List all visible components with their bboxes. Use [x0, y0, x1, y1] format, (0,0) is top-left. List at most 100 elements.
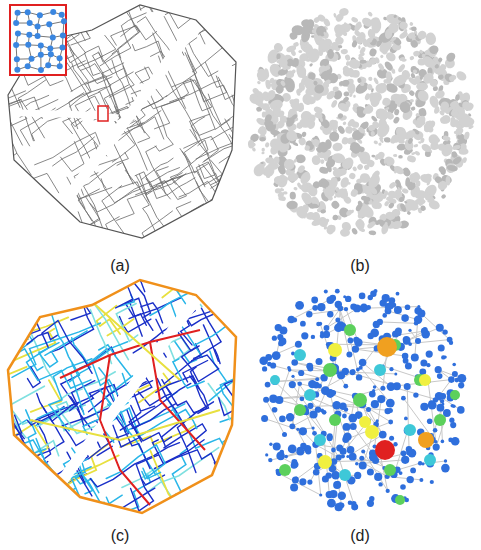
- network-node: [387, 303, 394, 310]
- network-node: [316, 358, 323, 365]
- network-node: [400, 484, 406, 490]
- network-node: [327, 311, 333, 317]
- road-line: [116, 304, 137, 342]
- network-node: [355, 462, 359, 466]
- dual-blob: [250, 142, 256, 147]
- network-node: [269, 395, 277, 403]
- dual-blob: [332, 168, 343, 179]
- network-node: [433, 428, 438, 433]
- road-line: [118, 488, 155, 510]
- dual-blob: [419, 49, 424, 54]
- dual-blob: [332, 22, 347, 37]
- network-node: [305, 449, 311, 455]
- dual-blob: [410, 106, 416, 111]
- dual-blob: [447, 140, 451, 144]
- road-line: [136, 185, 171, 199]
- road-line: [31, 233, 93, 289]
- dual-blob: [404, 201, 408, 204]
- dual-blob: [396, 129, 409, 142]
- dual-blob: [385, 157, 394, 167]
- inset-node: [13, 20, 19, 26]
- road-line: [184, 499, 198, 518]
- dual-blob: [365, 158, 375, 168]
- road-line: [39, 343, 59, 367]
- network-node: [399, 471, 403, 475]
- dual-blob: [407, 76, 418, 86]
- network-node: [311, 335, 315, 339]
- inset-node: [25, 63, 31, 69]
- road-line: [9, 386, 45, 424]
- inset-node: [50, 34, 56, 40]
- road-line: [59, 273, 82, 305]
- network-node: [343, 433, 352, 442]
- river-band: [40, 285, 210, 513]
- network-node: [438, 344, 445, 351]
- dual-blob: [363, 104, 375, 115]
- dual-blob: [392, 164, 405, 176]
- network-node: [265, 453, 268, 456]
- dual-blob: [403, 28, 409, 35]
- dual-blob: [383, 156, 395, 167]
- dual-blob: [274, 84, 285, 95]
- dual-blob: [335, 187, 340, 193]
- network-node: [299, 478, 306, 485]
- network-node: [359, 366, 363, 370]
- network-node: [349, 453, 357, 461]
- network-node: [359, 461, 367, 469]
- network-node: [366, 305, 371, 310]
- dual-blob: [268, 77, 275, 84]
- inset-node: [60, 33, 66, 39]
- network-node: [321, 386, 330, 395]
- dual-blob: [284, 116, 296, 129]
- dual-blob: [415, 199, 426, 205]
- network-node: [441, 403, 444, 406]
- road-line: [146, 146, 184, 184]
- hub-node: [424, 454, 436, 466]
- network-node: [448, 376, 455, 383]
- network-node: [350, 369, 356, 375]
- road-line: [85, 46, 103, 75]
- dual-blob: [334, 12, 345, 23]
- dual-blob: [426, 63, 431, 68]
- dual-blob: [351, 16, 359, 23]
- network-node: [401, 396, 406, 401]
- dual-blob: [440, 193, 446, 199]
- dual-blob: [420, 143, 432, 154]
- inset-node: [29, 56, 35, 62]
- dual-blob: [450, 74, 457, 80]
- road-line: [216, 173, 257, 216]
- road-line: [0, 316, 28, 358]
- dual-blob: [258, 125, 268, 136]
- network-node: [331, 448, 336, 453]
- dual-blob: [444, 51, 457, 64]
- network-node: [333, 481, 341, 489]
- network-node: [290, 484, 298, 492]
- dual-blob: [449, 100, 459, 109]
- road-line: [90, 168, 179, 212]
- dual-blob: [416, 29, 428, 41]
- road-line: [209, 0, 236, 10]
- network-node: [449, 418, 454, 423]
- network-node: [275, 324, 282, 331]
- dual-blob: [324, 157, 337, 170]
- network-node: [309, 410, 317, 418]
- dual-blob: [394, 108, 400, 115]
- dual-blob: [384, 137, 391, 143]
- dual-blob: [277, 67, 289, 77]
- network-node: [322, 410, 327, 415]
- road-line: [106, 217, 120, 236]
- road-line: [0, 326, 25, 377]
- network-node: [343, 423, 351, 431]
- dual-blob: [425, 173, 432, 179]
- network-node: [280, 456, 284, 460]
- network-node: [451, 404, 455, 408]
- network-node: [344, 307, 348, 311]
- inset-node: [46, 21, 52, 27]
- dual-blob: [378, 142, 382, 146]
- dual-blob: [418, 141, 422, 144]
- dual-blob: [410, 99, 414, 103]
- network-node: [426, 351, 433, 358]
- dual-blob: [349, 93, 354, 98]
- network-node: [306, 311, 312, 317]
- road-line: [49, 359, 92, 431]
